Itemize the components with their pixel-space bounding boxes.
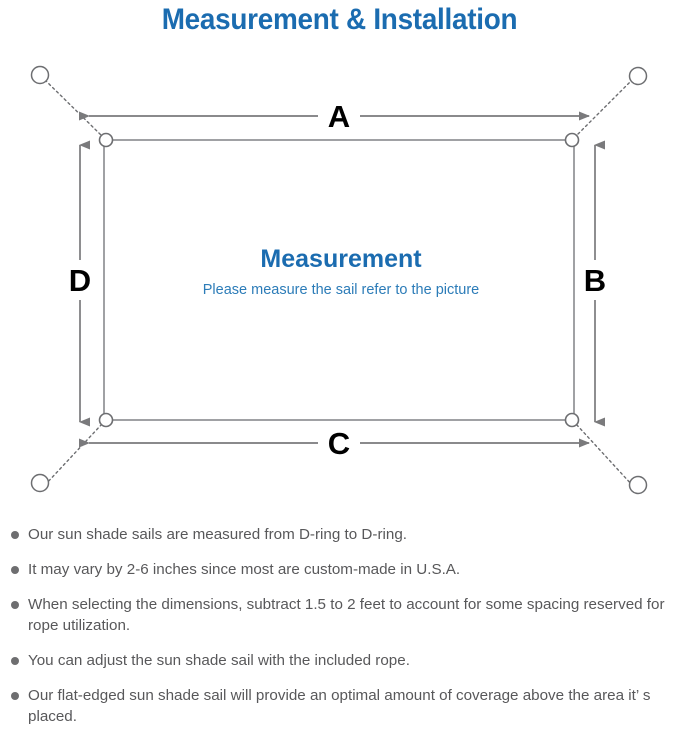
rope-bottom-left [44,423,103,486]
anchor-points [30,65,648,495]
list-item: When selecting the dimensions, subtract … [0,594,679,636]
list-item-text: When selecting the dimensions, subtract … [28,596,665,634]
rope-lines [44,78,634,487]
bullet-icon [11,531,19,539]
bullet-icon [11,601,19,609]
dimension-d-label: D [69,263,91,298]
anchor-point-bottom-right [628,475,648,495]
list-item: You can adjust the sun shade sail with t… [0,650,679,671]
page-title: Measurement & Installation [161,3,518,36]
d-rings [98,132,580,428]
d-ring-bottom-right [564,412,580,428]
dimension-d: D [69,140,91,427]
dimension-b-label: B [584,263,606,298]
list-item-text: It may vary by 2-6 inches since most are… [28,561,461,578]
bullet-icon [11,657,19,665]
notes-list: Our sun shade sails are measured from D-… [0,524,679,741]
diagram-center-sublabel: Please measure the sail refer to the pic… [203,282,479,298]
anchor-point-top-left [30,65,50,85]
d-ring-bottom-left [98,412,114,428]
bullet-icon [11,692,19,700]
list-item-text: Our flat-edged sun shade sail will provi… [28,687,651,725]
measurement-diagram: A C D B Measurement Please measure the s… [0,48,679,516]
d-ring-top-left [98,132,114,148]
dimension-a-label: A [328,99,350,134]
dimension-a: A [79,99,590,134]
list-item: Our sun shade sails are measured from D-… [0,524,679,545]
rope-top-right [575,78,634,137]
anchor-point-top-right [628,66,648,86]
dimension-c: C [79,426,590,461]
anchor-point-bottom-left [30,473,50,493]
bullet-icon [11,566,19,574]
rope-bottom-right [575,423,634,487]
rope-top-left [44,79,103,137]
list-item-text: You can adjust the sun shade sail with t… [28,652,410,669]
list-item: It may vary by 2-6 inches since most are… [0,559,679,580]
diagram-center-label: Measurement [260,245,422,273]
dimension-c-label: C [328,426,350,461]
list-item-text: Our sun shade sails are measured from D-… [28,526,407,543]
list-item: Our flat-edged sun shade sail will provi… [0,685,679,727]
dimension-b: B [584,140,606,427]
sail-rectangle [103,139,575,421]
d-ring-top-right [564,132,580,148]
